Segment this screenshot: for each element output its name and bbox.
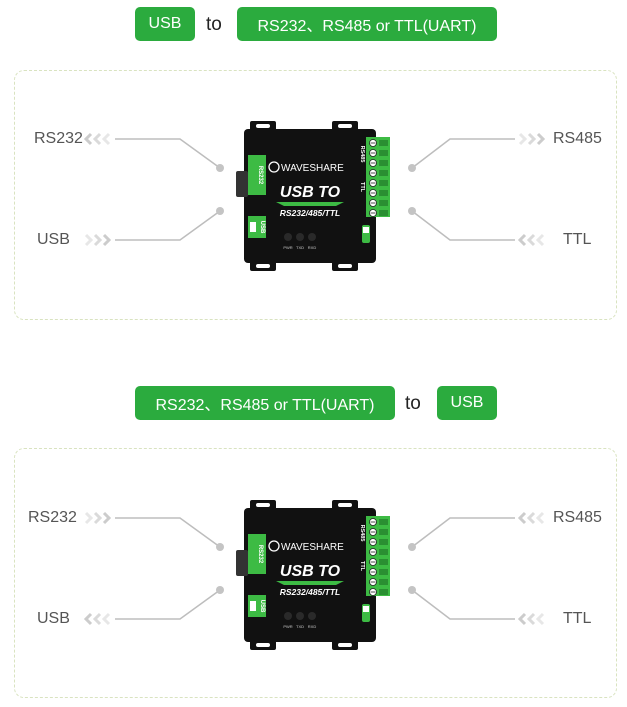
top-label-usb: USB <box>37 231 70 248</box>
usb-port <box>250 222 256 232</box>
db9-port <box>236 550 248 576</box>
bottom-label-rs232: RS232 <box>28 509 77 526</box>
side-usb: USB <box>259 600 265 613</box>
led-label-rxd: RXD <box>308 624 317 629</box>
top-label-rs485: RS485 <box>553 130 602 147</box>
bottom-to-label: to <box>405 393 421 414</box>
arrow-bottom-left-icon <box>84 233 94 247</box>
side-rs232: RS232 <box>257 166 263 185</box>
arrow-top-right-icon <box>526 511 536 525</box>
led-label-pwr: PWR <box>283 245 292 250</box>
device-top: RS232 USB WAVESHARE USB TO RS232/485/TTL… <box>236 121 396 271</box>
led-label-rxd: RXD <box>308 245 317 250</box>
arrow-top-right-icon <box>535 511 545 525</box>
wire-bottom-left-dot <box>216 207 224 215</box>
wire-bottom-right <box>411 210 515 241</box>
side-rs485: RS485 <box>359 525 365 542</box>
wire-bottom-right-dot <box>408 586 416 594</box>
led-rxd <box>308 233 316 241</box>
arrow-bottom-left-icon <box>83 612 93 626</box>
wire-top-right-dot <box>408 164 416 172</box>
wire-top-left-dot <box>216 543 224 551</box>
arrow-bottom-right-icon <box>535 612 545 626</box>
wire-bottom-left-dot <box>216 586 224 594</box>
wire-top-right <box>411 517 515 548</box>
top-label-ttl: TTL <box>563 231 592 248</box>
arrow-top-left-icon <box>102 511 112 525</box>
side-ttl: TTL <box>359 182 365 193</box>
usb-port <box>250 601 256 611</box>
wire-top-left <box>115 138 221 169</box>
top-to-label: to <box>206 14 222 35</box>
arrow-top-left-icon <box>84 511 94 525</box>
led-label-txd: TXD <box>296 624 304 629</box>
arrow-bottom-right-icon <box>526 233 536 247</box>
led-txd <box>296 233 304 241</box>
db9-port <box>236 171 248 197</box>
wire-bottom-right <box>411 589 515 620</box>
bottom-panel <box>14 448 617 698</box>
arrow-top-right-icon <box>518 132 528 146</box>
bottom-label-ttl: TTL <box>563 610 592 627</box>
arrow-top-left-icon <box>92 132 102 146</box>
wire-top-left-dot <box>216 164 224 172</box>
device-subtitle: RS232/485/TTL <box>280 208 340 218</box>
wire-top-right-dot <box>408 543 416 551</box>
side-rs232: RS232 <box>257 545 263 564</box>
bottom-to-pill: USB <box>437 386 497 420</box>
device-title: USB TO <box>280 184 341 201</box>
arrow-bottom-right-icon <box>535 233 545 247</box>
device-title: USB TO <box>280 563 341 580</box>
bottom-label-usb: USB <box>37 610 70 627</box>
brand-logo-icon <box>268 161 280 173</box>
device-subtitle: RS232/485/TTL <box>280 587 340 597</box>
side-ttl: TTL <box>359 561 365 572</box>
led-pwr <box>284 233 292 241</box>
top-panel <box>14 70 617 320</box>
top-label-rs232: RS232 <box>34 130 83 147</box>
wire-top-left <box>115 517 221 548</box>
wire-bottom-left <box>115 589 221 620</box>
arrow-bottom-left-icon <box>102 233 112 247</box>
side-rs485: RS485 <box>359 146 365 163</box>
led-rxd <box>308 612 316 620</box>
arrow-bottom-right-icon <box>526 612 536 626</box>
bottom-label-rs485: RS485 <box>553 509 602 526</box>
side-usb: USB <box>259 221 265 234</box>
arrow-bottom-right-icon <box>517 233 527 247</box>
arrow-top-right-icon <box>517 511 527 525</box>
arrow-top-left-icon <box>101 132 111 146</box>
wire-top-right <box>411 138 515 169</box>
led-pwr <box>284 612 292 620</box>
arrow-top-right-icon <box>536 132 546 146</box>
arrow-bottom-left-icon <box>93 233 103 247</box>
wire-bottom-left <box>115 210 221 241</box>
led-txd <box>296 612 304 620</box>
wire-bottom-right-dot <box>408 207 416 215</box>
arrow-top-left-icon <box>93 511 103 525</box>
arrow-bottom-left-icon <box>92 612 102 626</box>
arrow-top-right-icon <box>527 132 537 146</box>
bottom-from-pill: RS232、RS485 or TTL(UART) <box>135 386 395 420</box>
arrow-bottom-right-icon <box>517 612 527 626</box>
device-bottom: RS232 USB WAVESHARE USB TO RS232/485/TTL… <box>236 500 396 650</box>
top-to-pill: RS232、RS485 or TTL(UART) <box>237 7 497 41</box>
led-label-txd: TXD <box>296 245 304 250</box>
led-label-pwr: PWR <box>283 624 292 629</box>
top-from-pill: USB <box>135 7 195 41</box>
brand-name: WAVESHARE <box>281 542 344 553</box>
brand-logo-icon <box>268 540 280 552</box>
arrow-top-left-icon <box>83 132 93 146</box>
brand-name: WAVESHARE <box>281 163 344 174</box>
arrow-bottom-left-icon <box>101 612 111 626</box>
